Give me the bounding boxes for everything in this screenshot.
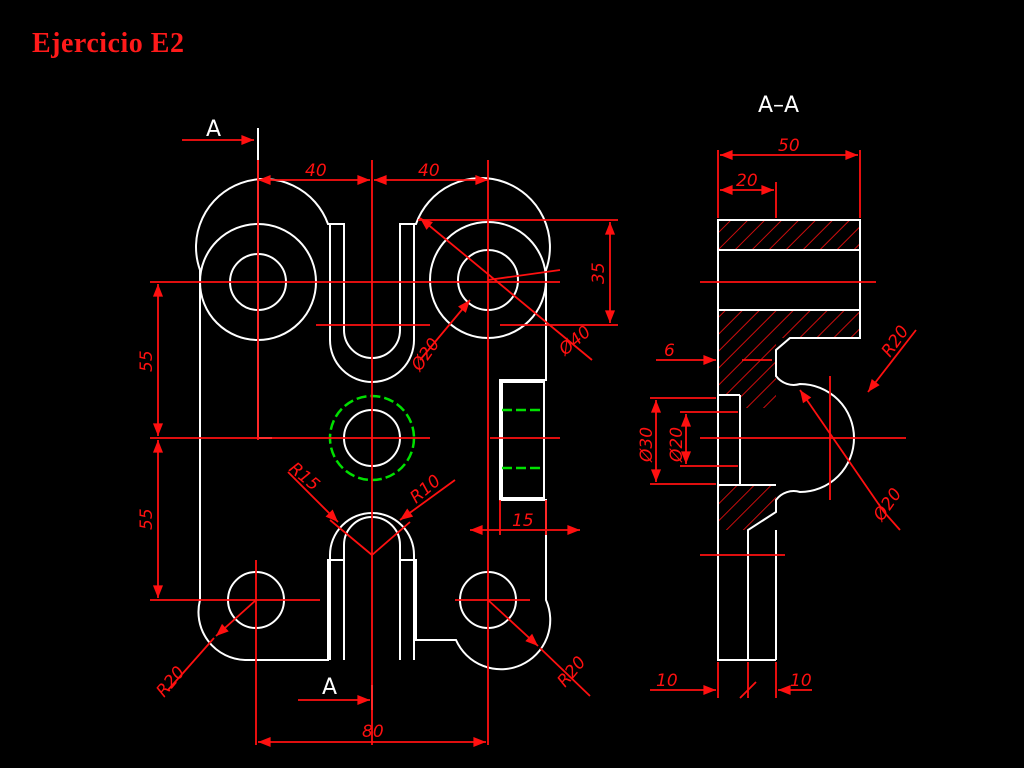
dim-35: 35 bbox=[589, 262, 609, 284]
section-line-A bbox=[257, 128, 272, 439]
sec-dim-50: 50 bbox=[778, 136, 800, 156]
section-view: A–A 50 20 6 Ø30 bbox=[637, 93, 917, 699]
sec-dim-10-right: 10 bbox=[790, 671, 812, 691]
section-title: A–A bbox=[758, 93, 799, 118]
dim-phi20: Ø20 bbox=[407, 335, 444, 376]
dim-40-left: 40 bbox=[305, 161, 327, 181]
dim-40-right: 40 bbox=[418, 161, 440, 181]
dim-r15: R15 bbox=[285, 459, 323, 496]
dim-r10: R10 bbox=[406, 471, 444, 508]
sec-dim-20: 20 bbox=[736, 171, 758, 191]
dim-80: 80 bbox=[362, 722, 384, 742]
hatch-top bbox=[718, 220, 860, 250]
cut-label-top: A bbox=[206, 117, 221, 142]
sec-dim-phi20b: Ø20 bbox=[869, 485, 906, 526]
dim-r20-left: R20 bbox=[153, 663, 190, 701]
front-outline bbox=[195, 177, 552, 671]
hatch-lower bbox=[718, 485, 776, 530]
front-dimensions: 40 40 35 55 55 80 15 Ø20 Ø40 R15 R10 bbox=[137, 117, 618, 748]
hatch-mid bbox=[718, 310, 860, 408]
dim-55-bottom: 55 bbox=[137, 508, 157, 530]
side-slot bbox=[501, 381, 545, 499]
dim-15: 15 bbox=[512, 511, 534, 531]
dim-phi40: Ø40 bbox=[555, 322, 595, 360]
sec-dim-6: 6 bbox=[664, 341, 675, 361]
page-title: Ejercicio E2 bbox=[32, 28, 185, 59]
dim-r20-right: R20 bbox=[554, 653, 591, 691]
sec-dim-phi20: Ø20 bbox=[667, 427, 687, 463]
sec-dim-phi30: Ø30 bbox=[637, 427, 657, 463]
sec-dim-10-left: 10 bbox=[656, 671, 678, 691]
dim-55-top: 55 bbox=[137, 350, 157, 372]
center-lines bbox=[150, 160, 561, 745]
cut-label-bottom: A bbox=[322, 675, 337, 700]
front-view bbox=[195, 128, 552, 710]
